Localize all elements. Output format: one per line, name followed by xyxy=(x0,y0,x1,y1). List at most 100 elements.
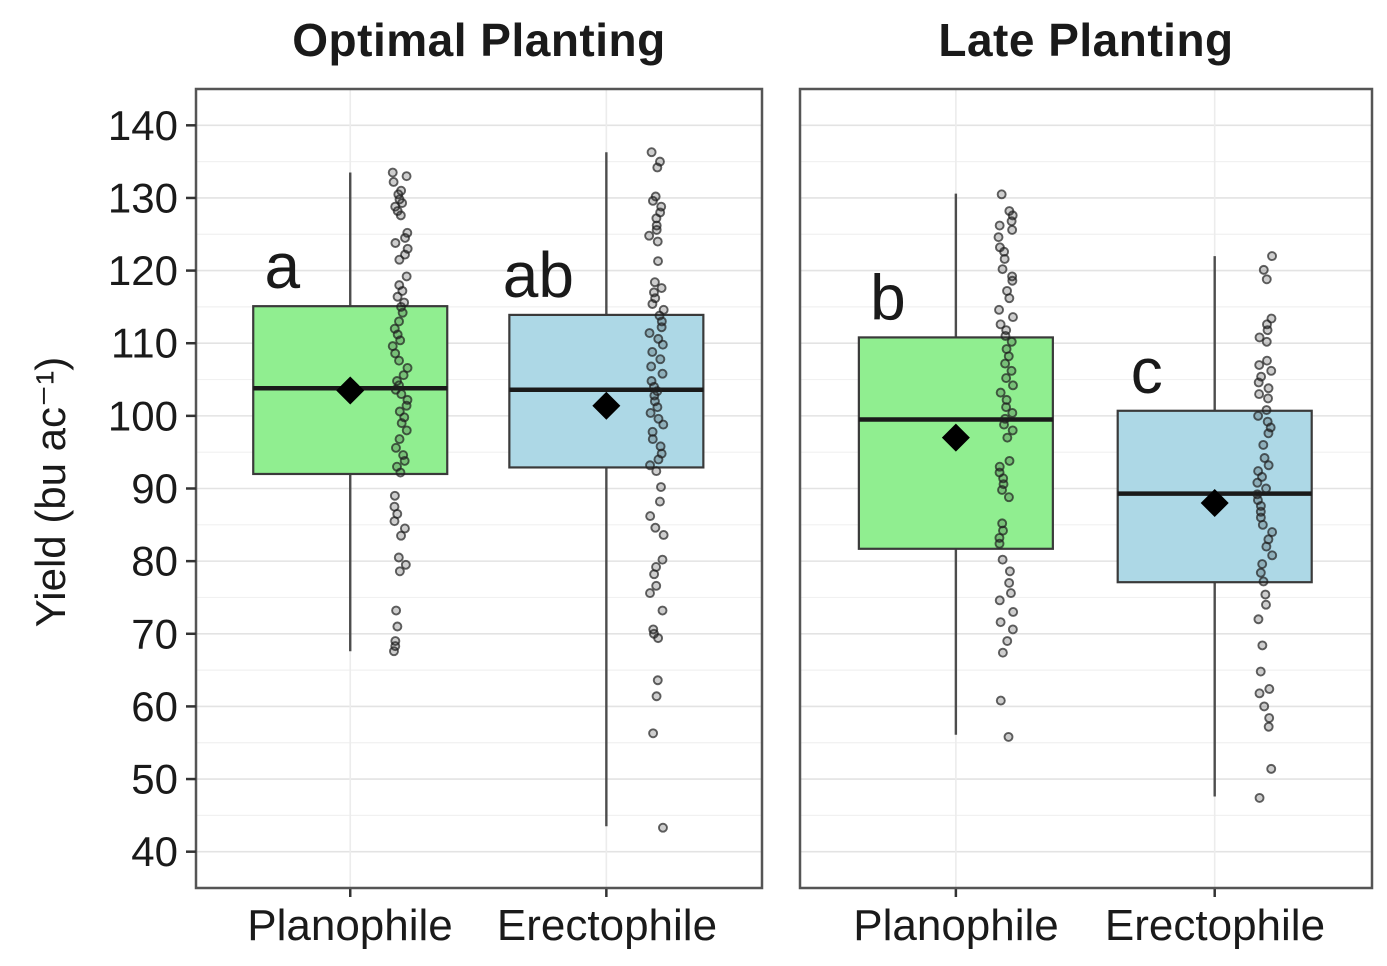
jitter-point xyxy=(396,530,406,541)
jitter-point xyxy=(1000,358,1011,369)
mean-diamond xyxy=(1200,489,1229,518)
jitter-point xyxy=(653,633,664,644)
jitter-point xyxy=(1263,393,1273,404)
jitter-point xyxy=(396,418,407,429)
jitter-point xyxy=(1006,336,1017,347)
jitter-point xyxy=(1004,577,1015,588)
jitter-point xyxy=(647,299,658,309)
significance-letter: c xyxy=(1131,335,1163,407)
jitter-point xyxy=(994,538,1005,549)
jitter-point xyxy=(652,402,663,413)
significance-letter: ab xyxy=(503,239,574,311)
jitter-point xyxy=(647,434,658,445)
jitter-point xyxy=(653,454,664,465)
jitter-point xyxy=(1263,428,1274,439)
jitter-point xyxy=(390,348,401,359)
jitter-point xyxy=(1007,408,1018,418)
jitter-point xyxy=(657,605,668,616)
y-tick-label: 130 xyxy=(108,174,178,221)
jitter-point xyxy=(995,387,1006,398)
jitter-point xyxy=(1263,460,1274,471)
mean-diamond xyxy=(336,376,365,405)
jitter-point xyxy=(1252,477,1263,488)
jitter-point xyxy=(649,569,660,580)
jitter-point xyxy=(651,580,662,591)
jitter-point xyxy=(1257,519,1268,530)
jitter-point xyxy=(1259,701,1270,712)
jitter-point xyxy=(395,335,406,346)
jitter-point xyxy=(1000,331,1011,341)
facet-title-late-planting: Late Planting xyxy=(938,14,1234,66)
jitter-point xyxy=(1261,599,1271,610)
jitter-point xyxy=(1004,455,1015,466)
jitter-point xyxy=(1266,365,1277,376)
jitter-point xyxy=(1002,636,1013,646)
jitter-point xyxy=(999,254,1010,264)
jitter-point xyxy=(645,408,656,418)
jitter-point xyxy=(1263,721,1274,732)
jitter-point xyxy=(647,195,658,206)
jitter-point xyxy=(1008,312,1018,323)
jitter-point xyxy=(995,319,1006,330)
jitter-point xyxy=(401,425,412,436)
jitter-point xyxy=(389,646,399,657)
jitter-point xyxy=(1003,492,1014,503)
jitter-point xyxy=(389,516,400,527)
jitter-point xyxy=(656,322,667,333)
jitter-point xyxy=(645,460,655,471)
jitter-point xyxy=(1254,792,1265,803)
jitter-point xyxy=(645,588,655,599)
jitter-point xyxy=(394,254,405,265)
y-tick-label: 110 xyxy=(111,320,178,367)
jitter-point xyxy=(1266,763,1277,774)
jitter-point xyxy=(993,232,1004,243)
jitter-point xyxy=(394,566,405,577)
jitter-point xyxy=(1261,405,1272,416)
jitter-point xyxy=(1261,541,1272,552)
jitter-point xyxy=(994,220,1005,231)
jitter-point xyxy=(1254,688,1265,699)
jitter-point xyxy=(401,271,412,282)
jitter-point xyxy=(387,167,398,178)
jitter-point xyxy=(389,490,400,501)
jitter-point xyxy=(400,232,411,243)
jitter-point xyxy=(399,455,410,466)
jitter-point xyxy=(1005,588,1016,599)
jitter-point xyxy=(1262,355,1272,366)
jitter-point xyxy=(395,467,406,478)
jitter-point xyxy=(995,695,1006,706)
jitter-point xyxy=(1258,439,1269,450)
jitter-point xyxy=(397,307,408,318)
jitter-point xyxy=(647,346,658,357)
x-tick-label-optimal-planophile: Planophile xyxy=(247,901,453,950)
jitter-point xyxy=(646,361,657,372)
jitter-point xyxy=(1260,589,1271,600)
jitter-point xyxy=(399,523,410,534)
jitter-point xyxy=(1007,624,1018,635)
jitter-point xyxy=(1264,684,1275,694)
y-tick-label: 140 xyxy=(108,102,178,149)
jitter-point xyxy=(658,530,669,540)
jitter-point xyxy=(648,728,659,739)
jitter-point xyxy=(394,316,404,327)
jitter-point xyxy=(649,277,660,288)
jitter-point xyxy=(1002,432,1013,443)
jitter-point xyxy=(388,177,399,187)
jitter-point xyxy=(1253,614,1264,625)
jitter-point xyxy=(997,485,1007,495)
y-tick-label: 70 xyxy=(131,610,178,657)
jitter-point xyxy=(658,822,668,833)
jitter-point xyxy=(1006,216,1017,227)
jitter-point xyxy=(644,328,655,339)
jitter-point xyxy=(651,224,662,235)
jitter-point xyxy=(401,171,412,182)
y-tick-label: 80 xyxy=(131,538,178,585)
jitter-point xyxy=(1004,566,1015,577)
y-tick-label: 40 xyxy=(131,828,178,875)
jitter-point xyxy=(646,147,657,158)
facet-title-optimal-planting: Optimal Planting xyxy=(292,14,666,66)
jitter-point xyxy=(1253,410,1264,421)
jitter-point xyxy=(651,691,662,702)
